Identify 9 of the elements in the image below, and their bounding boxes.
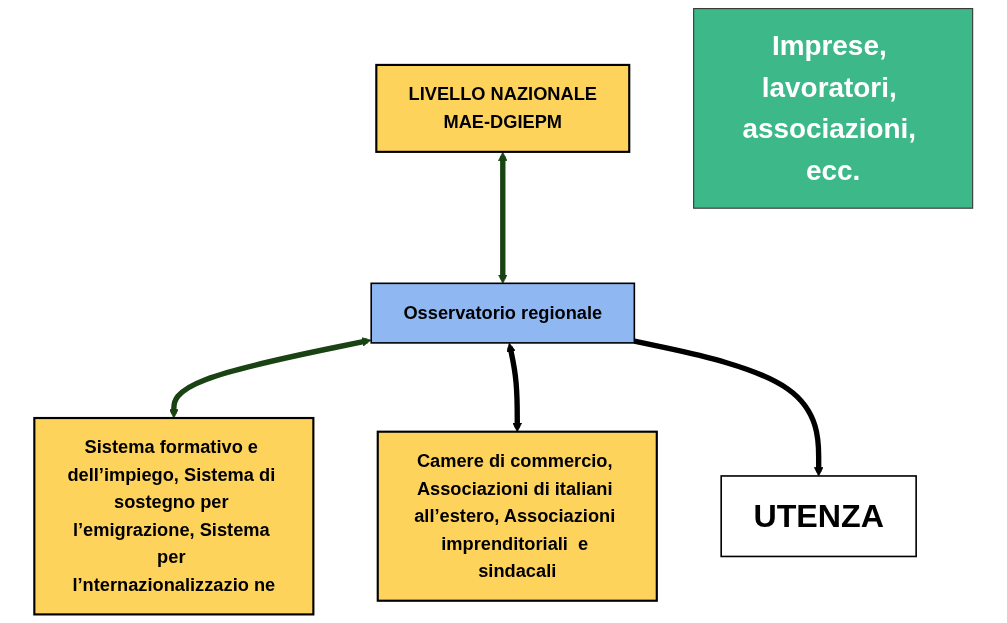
node-box: Osservatorio regionale [370,282,636,344]
node-box: Sistema formativo e dell’impiego, Sistema di sostegno per l’emigrazione, Sistema per l’nternazionalizzazio ne [33,416,315,616]
arrow [633,338,824,477]
arrow [498,151,508,284]
node-box: UTENZA [720,475,917,558]
node-box: Camere di commercio, Associazioni di italiani all’estero, Associazioni imprenditoriali e sindacali [376,430,658,602]
arrow [169,337,372,419]
node-box: Imprese, lavoratori, associazioni, ecc. [693,8,974,209]
node-box: LIVELLO NAZIONALE MAE-DGIEPM [375,63,631,153]
